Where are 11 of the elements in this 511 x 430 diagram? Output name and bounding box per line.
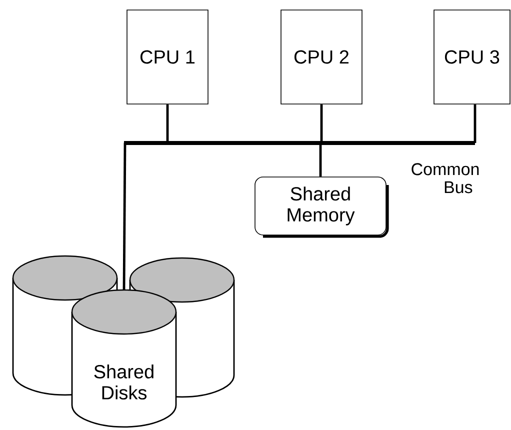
node-label: Shared Disks xyxy=(94,364,154,400)
cpu-box: CPU 2 xyxy=(280,10,362,104)
disk-cylinder: Shared Disks xyxy=(71,289,177,428)
bus-connector xyxy=(320,104,323,143)
cpu-box: CPU 3 xyxy=(434,10,510,104)
bus-connector xyxy=(166,104,169,143)
bus-label: Common Bus xyxy=(412,163,479,194)
cpu-box: CPU 1 xyxy=(126,10,208,104)
memory-box: Shared Memory xyxy=(254,176,389,238)
bus-connector xyxy=(319,142,322,177)
bus-connector xyxy=(474,104,476,143)
